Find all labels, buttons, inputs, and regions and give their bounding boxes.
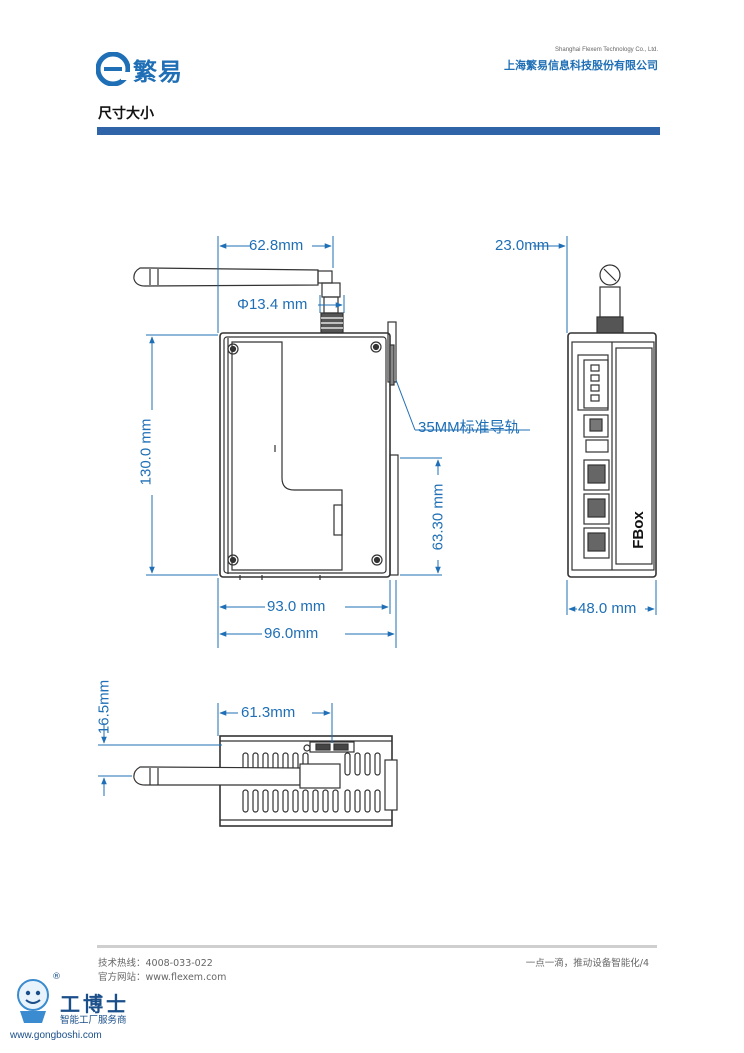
front-dimensions (146, 236, 530, 648)
antenna-front (133, 267, 344, 334)
dim-total-width: 96.0mm (264, 625, 319, 642)
side-dimensions (533, 236, 657, 615)
logo-text: 繁易 (133, 58, 183, 86)
front-view (133, 267, 399, 580)
dim-side-antenna-offset: 23.0mm (495, 237, 550, 254)
mascot-icon (10, 975, 56, 1025)
logo-icon (96, 52, 130, 86)
dim-rail-height: 63.30 mm (429, 483, 447, 551)
label-din-rail: 35MM标准导轨 (418, 419, 520, 436)
watermark-name: 工博士 (60, 992, 129, 1016)
footer-divider (97, 945, 657, 948)
header-bar (97, 127, 660, 135)
side-brand: FBox (630, 511, 647, 549)
top-view (133, 735, 398, 827)
footer-hotline: 技术热线：4008-033-022 (98, 958, 213, 969)
dim-top-antenna-pos: 61.3mm (241, 704, 296, 721)
side-view (567, 264, 657, 578)
dim-top-height: 16.5mm (95, 679, 113, 735)
company-name-en: Shanghai Flexem Technology Co., Ltd. (555, 47, 658, 53)
dim-antenna-width: 62.8mm (249, 237, 304, 254)
watermark-url: www.gongboshi.com (10, 1030, 102, 1041)
top-dimensions (98, 703, 333, 796)
dim-body-width: 93.0 mm (267, 598, 326, 615)
page-title: 尺寸大小 (98, 106, 154, 122)
dim-side-depth: 48.0 mm (578, 600, 637, 617)
watermark-slogan: 智能工厂服务商 (60, 1015, 127, 1026)
footer-website: 官方网站：www.flexem.com (98, 972, 227, 983)
company-name-cn: 上海繁易信息科技股份有限公司 (504, 59, 658, 72)
footer-slogan: 一点一滴，推动设备智能化/4 (525, 958, 649, 969)
registered-mark: ® (52, 972, 61, 982)
dim-body-height: 130.0 mm (137, 418, 155, 486)
dim-antenna-diameter: Φ13.4 mm (237, 296, 308, 313)
